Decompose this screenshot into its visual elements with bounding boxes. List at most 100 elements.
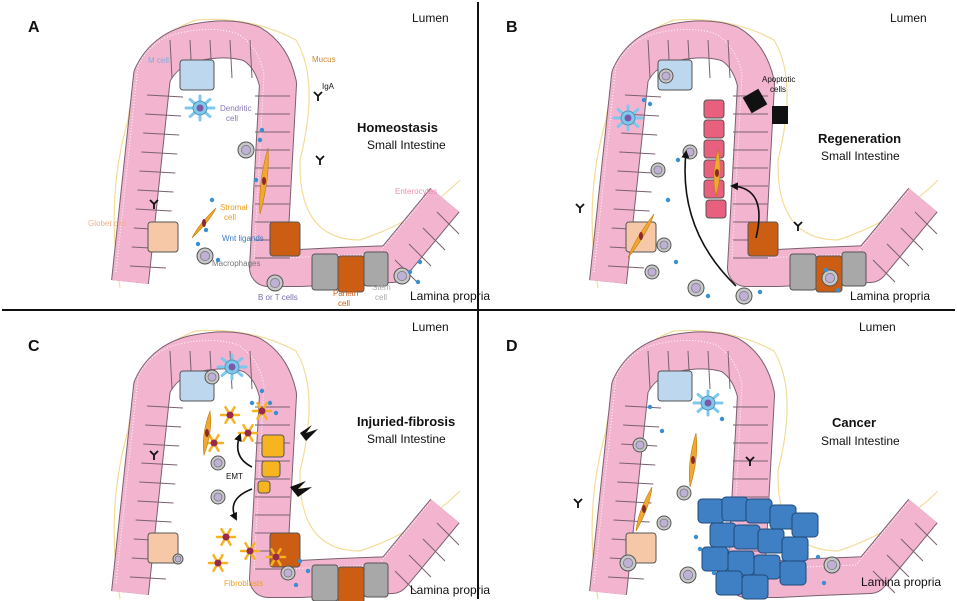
stem-cell <box>311 253 339 291</box>
wnt-ligand-dot <box>273 410 279 416</box>
immune-cell-nucleus <box>283 568 293 578</box>
tumor-cell <box>721 496 749 522</box>
stem-label-1: Stem <box>372 283 391 292</box>
cell-border <box>886 243 910 267</box>
state-label: Cancer <box>832 415 876 430</box>
fibroblast <box>210 439 218 447</box>
macrophage-nucleus <box>200 251 210 261</box>
fibroblast <box>214 559 222 567</box>
tumor-cell <box>745 498 773 524</box>
regenerating-cell <box>705 199 727 219</box>
wnt-ligand-dot <box>215 257 221 263</box>
cell-border <box>408 554 432 578</box>
panel-letter: C <box>28 338 40 355</box>
emt-cell <box>261 434 285 458</box>
cell-border <box>146 405 184 409</box>
wnt-ligand-dot <box>293 582 299 588</box>
wnt-ligand-dot <box>249 400 255 406</box>
cell-border <box>249 39 253 79</box>
stem-cell <box>841 251 867 287</box>
stromal-label-2: cell <box>224 213 236 222</box>
m-cell <box>657 370 693 402</box>
fibroblast <box>258 407 266 415</box>
wnt-ligand-dot <box>835 287 841 293</box>
enterocyte-band <box>590 332 937 597</box>
immune-cell-nucleus <box>659 518 669 528</box>
lamina-propria-cells <box>575 68 841 305</box>
cell-border <box>169 350 173 390</box>
lightning-icon <box>300 425 318 441</box>
iga-antibody <box>745 456 755 466</box>
state-label: Regeneration <box>818 131 901 146</box>
b-t-cells-label: B or T cells <box>258 293 298 302</box>
tumor-cell <box>733 524 761 550</box>
wnt-ligand-dot <box>259 127 265 133</box>
paneth-cell <box>747 221 779 257</box>
cell-border <box>137 189 174 193</box>
immune-cell-nucleus <box>174 555 182 563</box>
immune-cell-nucleus <box>739 291 749 301</box>
stem-cell <box>363 562 389 598</box>
stromal-nucleus <box>691 456 695 464</box>
cell-border <box>394 570 418 594</box>
tumor-cell <box>709 522 737 548</box>
emt-label: EMT <box>226 472 243 481</box>
wnt-ligand-dot <box>815 554 821 560</box>
cell-border <box>624 405 662 409</box>
panel-letter: B <box>506 19 518 36</box>
apoptotic-cell <box>742 88 768 114</box>
wnt-ligand-dot <box>665 197 671 203</box>
cell-border <box>914 211 938 235</box>
lamina-propria-cells <box>573 389 841 586</box>
b-t-cell-nucleus <box>397 271 407 281</box>
mucus-line <box>113 329 461 600</box>
tumor-cell <box>697 498 725 524</box>
wnt-ligand-dot <box>675 157 681 163</box>
lightning-icon <box>290 481 312 497</box>
iga-antibody <box>575 203 585 213</box>
brush-border <box>115 339 432 584</box>
wnt-ligand-dot <box>253 177 259 183</box>
macrophages-label: Macrophages <box>212 259 260 268</box>
apoptotic-label-1: Apoptotic <box>762 75 795 84</box>
cell-border <box>707 39 711 79</box>
cell-border <box>613 519 650 523</box>
enterocyte-band <box>112 332 459 597</box>
stem-cell <box>363 251 389 287</box>
panel-letter: D <box>506 338 518 355</box>
special-cells <box>147 59 389 293</box>
wnt-ligand-dot <box>203 227 209 233</box>
wnt-ligand-dot <box>407 269 413 275</box>
immune-cell-nucleus <box>683 570 693 580</box>
dendritic-nucleus <box>196 104 204 112</box>
iga-antibody <box>315 155 325 165</box>
arrow <box>730 182 760 239</box>
goblet-label: Globet cell <box>88 219 126 228</box>
wnt-ligand-dot <box>647 404 653 410</box>
tumor-cell <box>791 512 819 538</box>
wnt-ligand-dot <box>705 293 711 299</box>
enterocyte-band <box>590 21 937 286</box>
dendritic-label-2: cell <box>226 114 238 123</box>
wnt-ligand-dot <box>757 289 763 295</box>
organ-label: Small Intestine <box>821 149 900 163</box>
paneth-cell <box>337 566 365 601</box>
emt-cell <box>257 480 271 494</box>
arrow <box>229 488 253 521</box>
cell-border <box>617 170 654 174</box>
state-label: Homeostasis <box>357 120 438 135</box>
cell-border <box>621 132 658 136</box>
iga-label: IgA <box>322 82 335 91</box>
wnt-ligand-dot <box>719 416 725 422</box>
paneth-label-2: cell <box>338 299 350 308</box>
m-cell <box>179 59 215 91</box>
stromal-nucleus <box>202 219 206 227</box>
tumor-cell <box>741 574 769 600</box>
state-label: Injuried-fibrosis <box>357 414 455 429</box>
wnt-ligand-dot <box>415 279 421 285</box>
cell-border <box>139 481 176 485</box>
iga-antibody <box>149 450 159 460</box>
paneth-cell <box>337 255 365 293</box>
mucus-layer <box>591 18 939 289</box>
dendritic-nucleus <box>704 399 712 407</box>
